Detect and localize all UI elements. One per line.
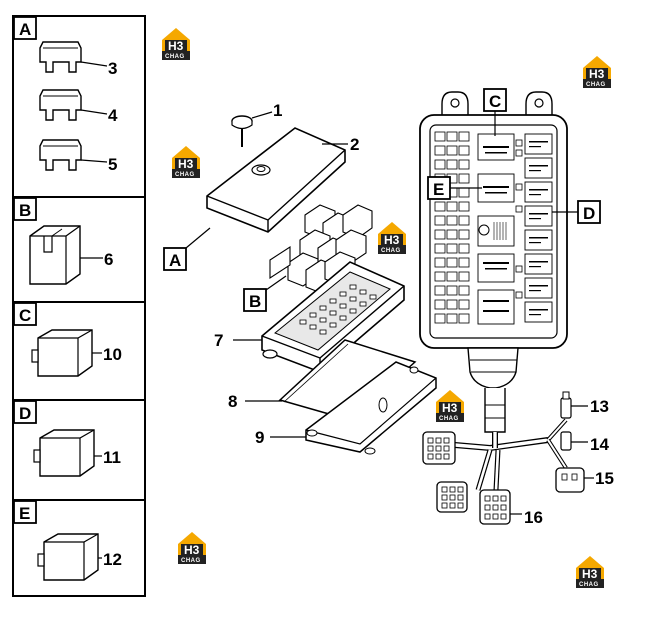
box-letter-d: D <box>583 204 595 223</box>
connector-left-upper <box>422 431 456 465</box>
connector-part-15: 15 <box>555 467 614 493</box>
box-label-b: B <box>243 275 287 312</box>
svg-text:H3: H3 <box>184 543 200 557</box>
relay-12-icon <box>37 533 99 581</box>
box-label-e: E <box>427 176 482 200</box>
svg-text:H3: H3 <box>384 233 400 247</box>
gasket-part-8: 8 <box>228 339 417 421</box>
part-number-3: 3 <box>108 59 117 78</box>
svg-text:H3: H3 <box>582 567 598 581</box>
callout-14: 14 <box>590 435 609 454</box>
legend-letter-a: A <box>19 20 31 39</box>
part-number-4: 4 <box>108 106 118 125</box>
legend-panel <box>12 15 146 597</box>
fuse-box-top-view <box>419 91 568 433</box>
callout-7: 7 <box>214 331 223 350</box>
callout-9: 9 <box>255 428 264 447</box>
legend-section-e: E 12 <box>13 500 122 581</box>
callout-13: 13 <box>590 397 609 416</box>
legend-section-b: B 6 <box>13 197 113 285</box>
housing-part-9: 9 <box>255 361 437 455</box>
connector-part-14: 14 <box>560 431 609 454</box>
part-number-5: 5 <box>108 155 117 174</box>
callout-16: 16 <box>524 508 543 527</box>
callout-2: 2 <box>350 135 359 154</box>
box-letter-a: A <box>169 251 181 270</box>
svg-text:H3: H3 <box>442 401 458 415</box>
callout-8: 8 <box>228 392 237 411</box>
part-number-10: 10 <box>103 345 122 364</box>
fuse-4-icon <box>39 89 82 121</box>
svg-text:CHAG: CHAG <box>175 172 195 178</box>
part-number-11: 11 <box>103 448 121 467</box>
cover-part-2: 2 <box>206 127 359 233</box>
legend-letter-b: B <box>19 201 31 220</box>
svg-text:H3: H3 <box>168 39 184 53</box>
box-label-c: C <box>483 88 507 136</box>
legend-section-d: D 11 <box>13 400 121 477</box>
connector-part-13: 13 <box>560 391 609 419</box>
part-number-6: 6 <box>104 250 113 269</box>
rubber-block-6-icon <box>29 225 81 285</box>
fuse-3-icon <box>39 41 82 73</box>
svg-text:CHAG: CHAG <box>579 582 599 588</box>
base-part-7: 7 <box>214 261 405 383</box>
box-label-d: D <box>552 200 601 224</box>
knob-part-1: 1 <box>231 101 282 147</box>
wiring-harness <box>454 418 568 491</box>
svg-text:CHAG: CHAG <box>439 416 459 422</box>
callout-15: 15 <box>595 469 614 488</box>
svg-text:CHAG: CHAG <box>586 82 606 88</box>
box-letter-b: B <box>249 292 261 311</box>
legend-section-c: C 10 <box>13 302 122 377</box>
legend-letter-d: D <box>19 404 31 423</box>
legend-letter-c: C <box>19 306 31 325</box>
legend-letter-e: E <box>19 504 30 523</box>
svg-text:H3: H3 <box>589 67 605 81</box>
box-letter-e: E <box>433 180 444 199</box>
callout-1: 1 <box>273 101 282 120</box>
box-label-a: A <box>163 227 211 271</box>
svg-text:CHAG: CHAG <box>381 248 401 254</box>
fuse-5-icon <box>39 139 82 171</box>
svg-text:H3: H3 <box>178 157 194 171</box>
box-letter-c: C <box>489 92 501 111</box>
relay-10-icon <box>31 329 93 377</box>
svg-text:CHAG: CHAG <box>181 558 201 564</box>
part-number-12: 12 <box>103 550 122 569</box>
relay-cluster <box>269 204 373 294</box>
connector-part-16: 16 <box>479 489 543 527</box>
relay-11-icon <box>33 429 95 477</box>
legend-section-a: A 3 4 5 <box>13 16 118 174</box>
connector-left-lower <box>436 481 468 513</box>
svg-text:CHAG: CHAG <box>165 54 185 60</box>
